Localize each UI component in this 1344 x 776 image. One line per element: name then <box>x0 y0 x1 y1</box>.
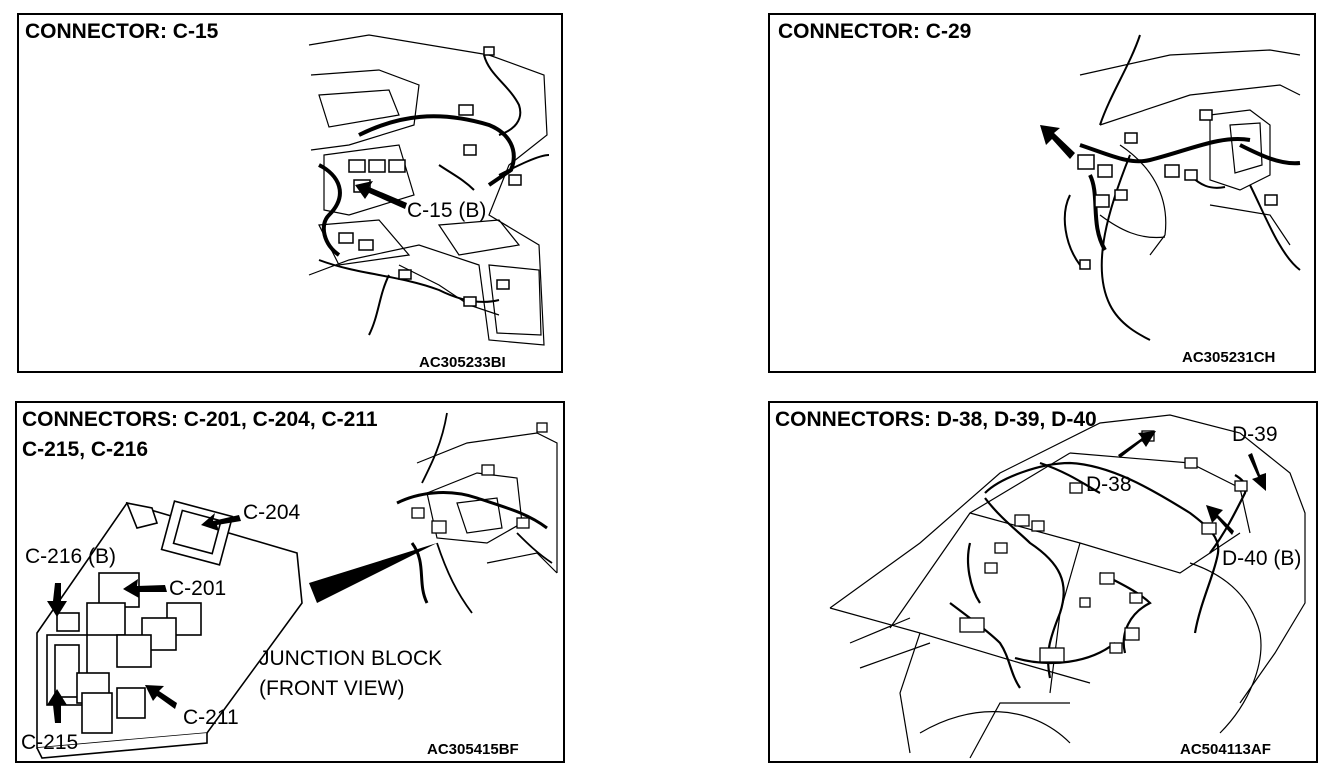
diagram-panel-junction-block: CONNECTORS: C-201, C-204, C-211 C-215, C… <box>15 401 565 763</box>
label-c215: C-215 <box>21 731 79 754</box>
label-c216-b: C-216 (B) <box>25 545 117 568</box>
label-c211: C-211 <box>183 706 239 729</box>
panel-title-line-1: CONNECTORS: C-201, C-204, C-211 <box>22 408 378 431</box>
label-c15-b: C-15 (B) <box>407 199 487 222</box>
junction-block-illustration <box>36 412 558 759</box>
panel-title-line-2: C-215, C-216 <box>22 438 149 461</box>
diagram-panel-c15: CONNECTOR: C-15 C-15 (B) AC305233BI <box>17 13 563 373</box>
diagram-panel-d38-d39-d40: CONNECTORS: D-38, D-39, D-40 D-39 D-38 D… <box>768 401 1318 763</box>
label-d38: D-38 <box>1086 473 1132 496</box>
label-junction-block: JUNCTION BLOCK <box>259 647 443 670</box>
label-front-view: (FRONT VIEW) <box>259 677 405 700</box>
figure-code: AC305231CH <box>1182 349 1276 366</box>
figure-code: AC305415BF <box>427 741 519 758</box>
panel-title: CONNECTOR: C-15 <box>25 20 219 43</box>
diagram-panel-c29: CONNECTOR: C-29 AC305231CH <box>768 13 1316 373</box>
label-c204: C-204 <box>243 501 301 524</box>
vehicle-body-harness-illustration <box>829 414 1306 759</box>
panel-title: CONNECTOR: C-29 <box>778 20 972 43</box>
label-c201: C-201 <box>169 577 227 600</box>
figure-code: AC305233BI <box>419 354 506 371</box>
dashboard-harness-illustration <box>308 34 550 346</box>
label-d39: D-39 <box>1232 423 1278 446</box>
panel-title: CONNECTORS: D-38, D-39, D-40 <box>775 408 1097 431</box>
label-d40-b: D-40 (B) <box>1222 547 1302 570</box>
dashboard-harness-illustration <box>1040 34 1301 341</box>
figure-code: AC504113AF <box>1180 741 1271 758</box>
